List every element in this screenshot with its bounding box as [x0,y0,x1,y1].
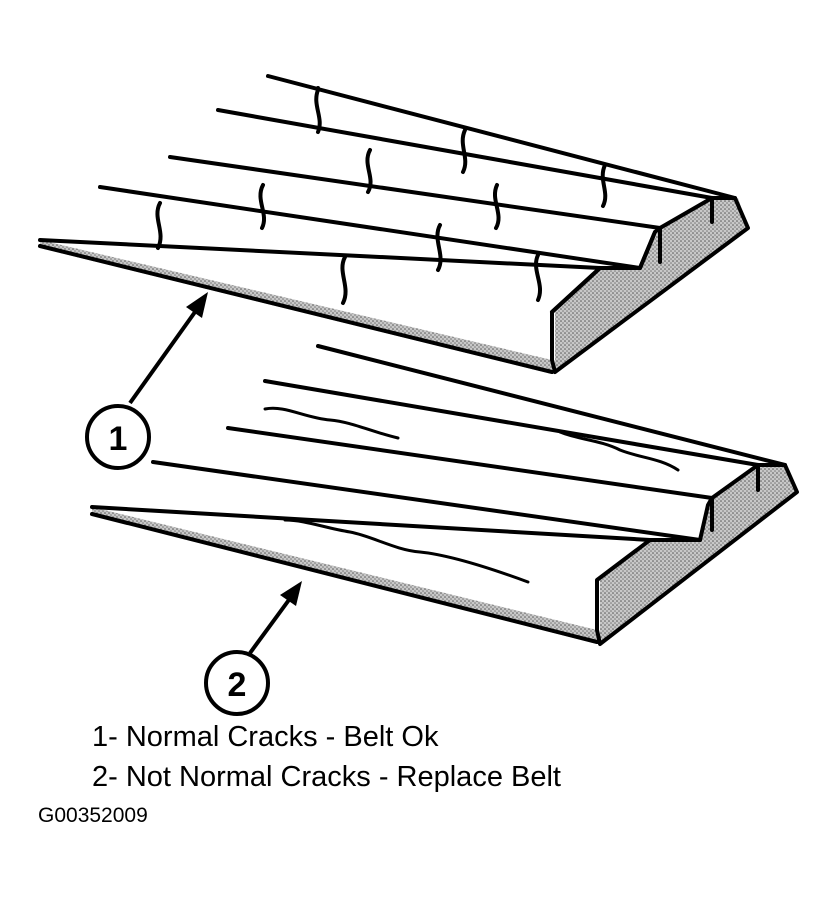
belt-not-normal-cracks [90,344,799,646]
callout-2 [204,581,302,716]
callout-2-circle [204,650,270,716]
belt-2-end-profile [600,465,797,644]
callout-2-number: 2 [228,666,247,704]
callout-2-leader [248,591,296,655]
figure-id: G00352009 [38,804,148,827]
callout-1-arrowhead [186,292,208,318]
belt-1-end-profile [555,198,748,372]
legend-item-2: 2- Not Normal Cracks - Replace Belt [92,761,561,793]
legend-item-1: 1- Normal Cracks - Belt Ok [92,721,439,753]
callout-1-number: 1 [109,420,128,458]
callout-2-arrowhead [280,581,302,606]
callout-1 [85,292,208,470]
belt-normal-cracks [38,74,750,374]
callout-1-leader [128,303,202,405]
callout-1-circle [85,404,151,470]
